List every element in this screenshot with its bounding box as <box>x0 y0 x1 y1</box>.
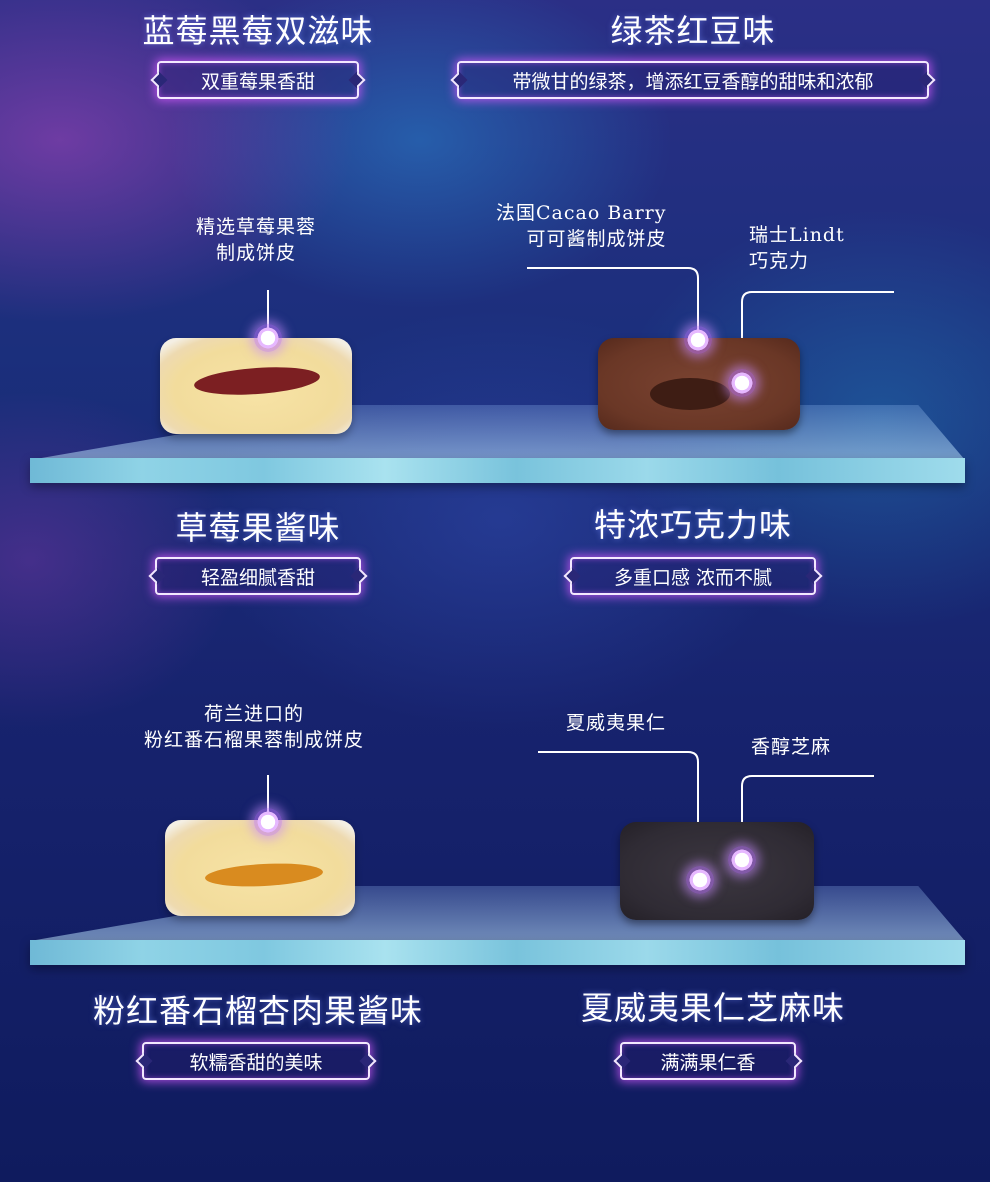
shelf-2-front <box>30 940 965 965</box>
mooncake-guava <box>165 820 355 916</box>
pointer-dot-guava <box>254 808 282 836</box>
note-strawberry-line2: 制成饼皮 <box>215 242 297 264</box>
note-macadamia-a: 夏威夷果仁 <box>566 712 667 734</box>
pointer-dot-macadamia-b <box>728 846 756 874</box>
pointer-dot-chocolate-b <box>728 369 756 397</box>
note-guava-line1: 荷兰进口的 <box>203 703 305 725</box>
pointer-lines-macadamia <box>538 751 874 880</box>
tag-macadamia: 满满果仁香 <box>620 1042 796 1080</box>
chocolate-filling <box>650 378 730 410</box>
mooncake-macadamia <box>620 822 814 920</box>
tag-strawberry: 轻盈细腻香甜 <box>155 557 361 595</box>
pointer-line-guava <box>267 775 269 822</box>
title-guava: 粉红番石榴杏肉果酱味 <box>92 992 424 1030</box>
title-macadamia: 夏威夷果仁芝麻味 <box>580 989 846 1027</box>
pointer-dot-strawberry <box>254 324 282 352</box>
title-chocolate: 特浓巧克力味 <box>593 506 793 544</box>
note-chocolate-b: 瑞士Lindt 巧克力 <box>749 222 845 274</box>
tag-guava: 软糯香甜的美味 <box>142 1042 370 1080</box>
tag-blueberry: 双重莓果香甜 <box>157 61 359 99</box>
pointer-dot-macadamia-a <box>686 866 714 894</box>
pointer-line-strawberry <box>267 290 269 338</box>
title-blueberry: 蓝莓黑莓双滋味 <box>142 12 374 50</box>
shelf-1-front <box>30 458 965 483</box>
note-strawberry: 精选草莓果蓉 制成饼皮 <box>196 214 316 266</box>
note-guava: 荷兰进口的 粉红番石榴果蓉制成饼皮 <box>144 701 364 753</box>
note-guava-line2: 粉红番石榴果蓉制成饼皮 <box>143 729 365 751</box>
note-chocolate-a: 法国Cacao Barry 可可酱制成饼皮 <box>496 200 667 252</box>
title-strawberry: 草莓果酱味 <box>175 509 341 547</box>
tag-greentea: 带微甘的绿茶，增添红豆香醇的甜味和浓郁 <box>457 61 929 99</box>
note-chocolate-b-line2: 巧克力 <box>749 250 810 272</box>
tag-chocolate: 多重口感 浓而不腻 <box>570 557 816 595</box>
mooncake-strawberry <box>160 338 352 434</box>
note-chocolate-a-line1: 法国Cacao Barry <box>496 202 667 224</box>
note-strawberry-line1: 精选草莓果蓉 <box>195 216 317 238</box>
pointer-dot-chocolate-a <box>684 326 712 354</box>
note-chocolate-a-line2: 可可酱制成饼皮 <box>526 228 667 250</box>
note-chocolate-b-line1: 瑞士Lindt <box>749 224 845 246</box>
note-macadamia-b: 香醇芝麻 <box>751 736 832 758</box>
pointer-lines-chocolate <box>527 267 894 383</box>
title-greentea: 绿茶红豆味 <box>610 12 776 50</box>
